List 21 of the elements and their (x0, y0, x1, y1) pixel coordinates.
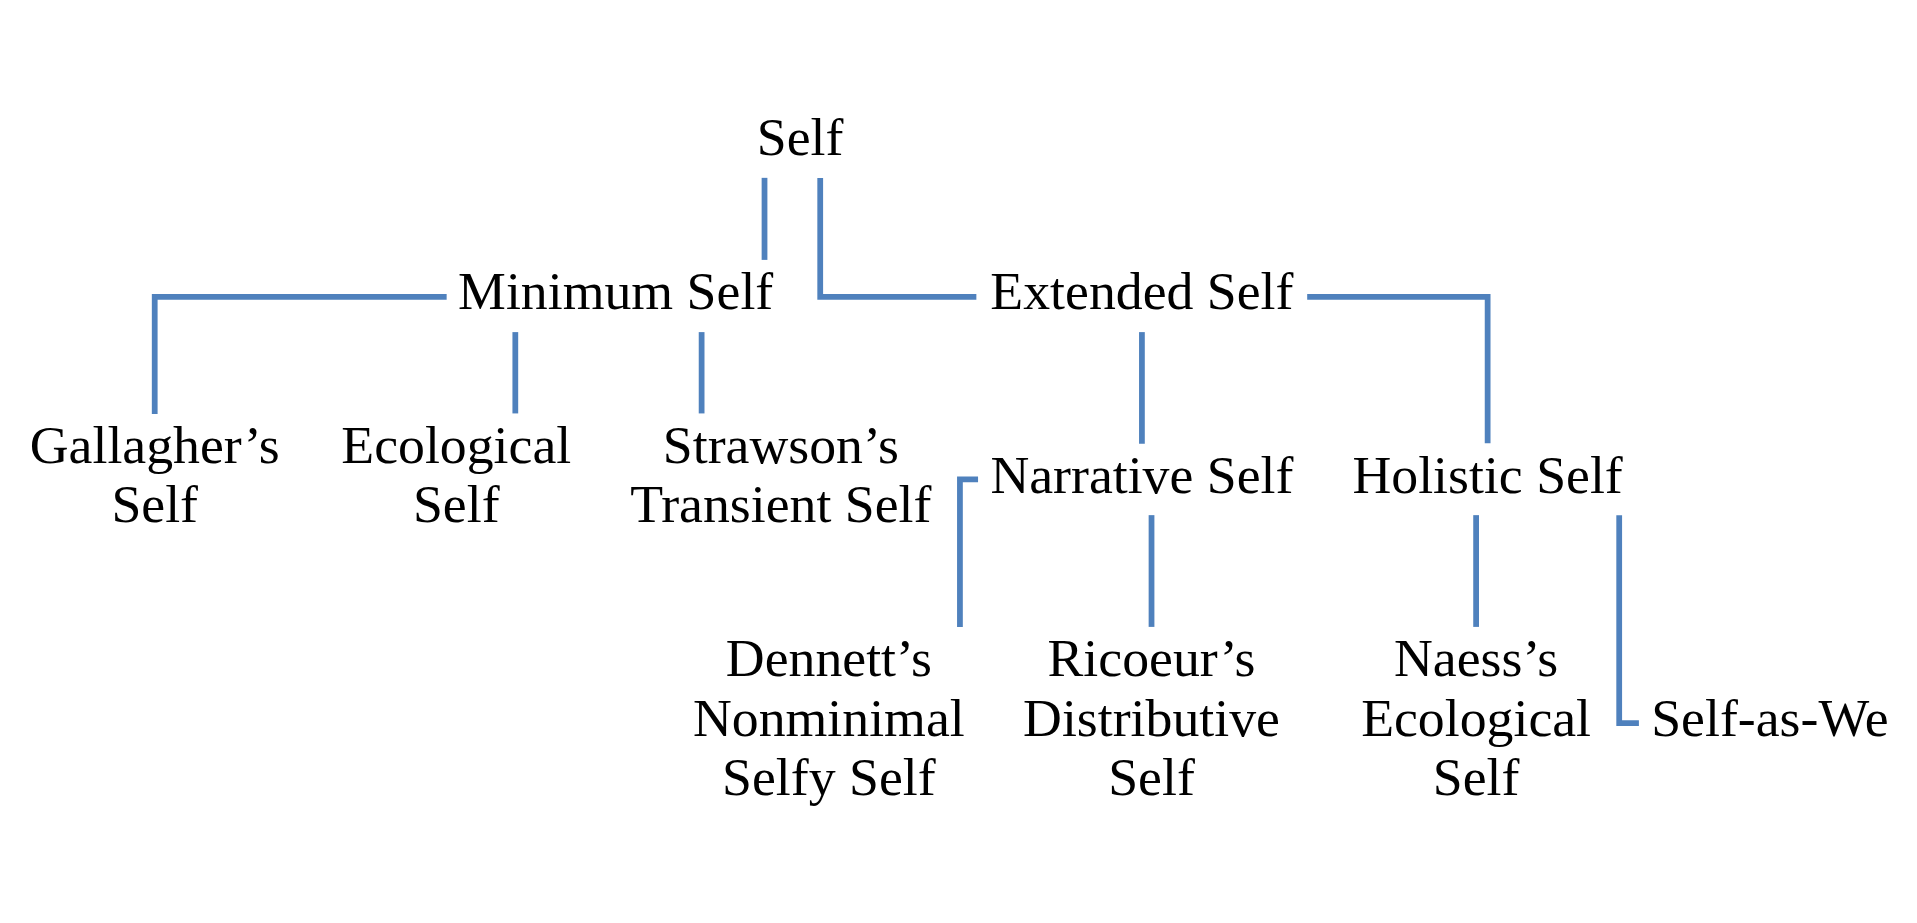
node-text: Gallagher’s Self (29, 414, 280, 534)
node-text: Self-as-We (1651, 687, 1889, 747)
connector (698, 331, 705, 413)
connector (761, 177, 768, 260)
node-text: Holistic Self (1352, 444, 1623, 505)
node-text: Strawson’s Transient Self (630, 414, 932, 534)
node-text: Ecological Self (341, 414, 572, 534)
connector (151, 293, 447, 414)
node-text: Dennett’s Nonminimal Selfy Self (692, 627, 965, 807)
node-text: Extended Self (990, 260, 1294, 321)
connector (512, 331, 519, 413)
node-text: Naess’s Ecological Self (1361, 627, 1592, 807)
node-text: Ricoeur’s Distributive Self (1023, 627, 1280, 807)
connector (1307, 293, 1491, 443)
connector (1473, 514, 1479, 627)
connector (1148, 514, 1155, 627)
node-text: Self (756, 106, 844, 167)
node-text: Narrative Self (990, 444, 1294, 505)
connector (1139, 331, 1145, 444)
connector (817, 177, 977, 300)
node-text: Minimum Self (458, 260, 774, 321)
